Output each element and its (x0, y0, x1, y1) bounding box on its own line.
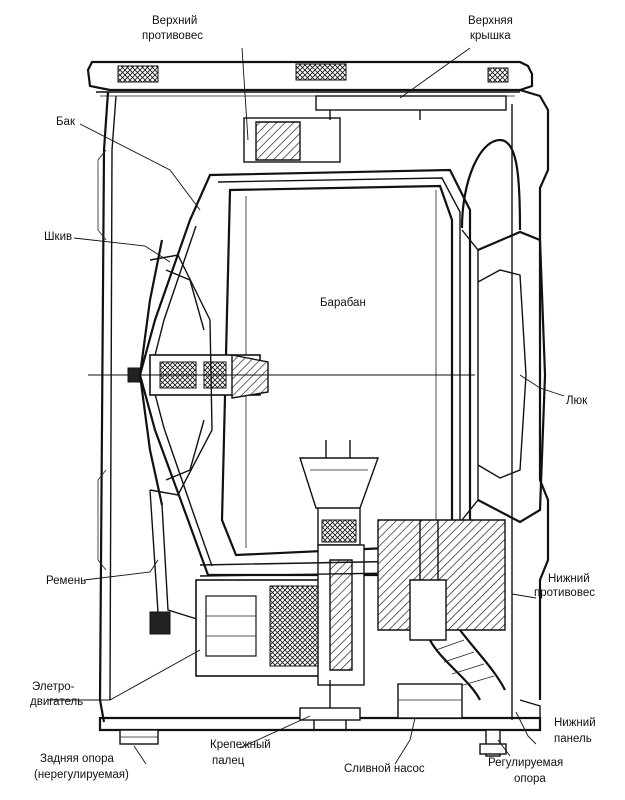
label-rear-support-1: Задняя опора (40, 753, 114, 765)
belt (149, 489, 201, 635)
drum (88, 184, 475, 557)
label-rear-support-2: (нерегулируемая) (34, 769, 129, 781)
label-adjustable-support-1: Регулируемая (488, 757, 563, 769)
leader-lines (48, 47, 565, 765)
tank (138, 168, 472, 577)
door-hatch (460, 138, 547, 524)
labels: Верхний противовес Верхняя крышка Бак Шк… (30, 15, 596, 785)
label-bottom-panel-1: Нижний (554, 717, 596, 729)
label-belt: Ремень (46, 575, 86, 587)
label-hatch: Люк (566, 395, 588, 407)
label-fixing-pin-1: Крепежный (210, 739, 271, 751)
label-bottom-panel-2: панель (554, 733, 592, 745)
label-fixing-pin-2: палец (212, 755, 245, 767)
label-top-cover-2: крышка (470, 30, 511, 42)
top-counterweight (243, 95, 507, 163)
label-adjustable-support-2: опора (514, 773, 546, 785)
label-top-cover-1: Верхняя (468, 15, 513, 27)
label-drain-pump: Сливной насос (344, 763, 425, 775)
label-top-counterweight-2: противовес (142, 30, 203, 42)
bottom-counterweight (377, 519, 506, 641)
pulley (138, 239, 213, 506)
label-motor-1: Элетро- (32, 681, 75, 693)
fixing-pin (299, 680, 361, 730)
cabinet (86, 60, 550, 757)
label-motor-2: двигатель (30, 696, 83, 708)
label-bottom-counterweight-1: Нижний (548, 573, 590, 585)
drain-pump (397, 629, 506, 719)
label-drum: Барабан (320, 297, 366, 309)
label-pulley: Шкив (44, 231, 72, 243)
label-top-counterweight-1: Верхний (152, 15, 197, 27)
label-bottom-counterweight-2: противовес (534, 587, 595, 599)
label-tank: Бак (56, 116, 76, 128)
